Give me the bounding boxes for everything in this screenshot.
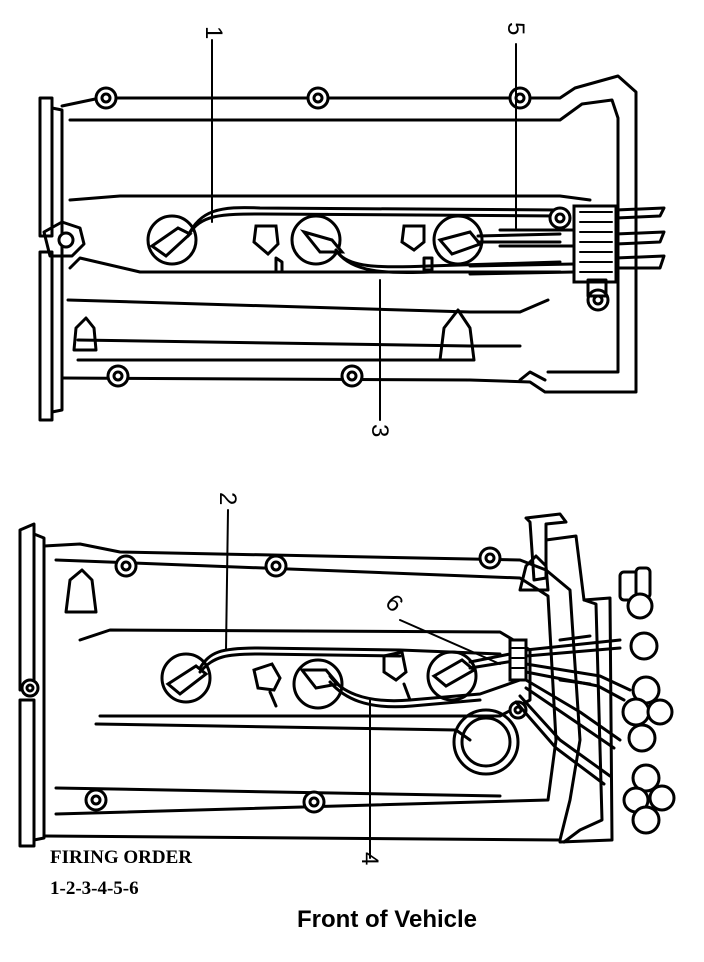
bottom-valve-cover [18, 512, 676, 848]
callout-3: 3 [366, 424, 393, 437]
wire-separator [548, 204, 618, 298]
bolt-boss-icon [94, 86, 610, 388]
top-callout-leaders [211, 39, 517, 421]
distributor-terminal-icon [618, 566, 676, 835]
bottom-callout-leaders [225, 509, 501, 859]
bolt-boss-icon [20, 546, 528, 814]
callout-4: 4 [356, 852, 383, 865]
callout-1: 1 [200, 26, 227, 39]
firing-order-sequence: 1-2-3-4-5-6 [50, 878, 139, 899]
firing-order-block: FIRING ORDER 1-2-3-4-5-6 [50, 842, 192, 904]
firing-order-heading: FIRING ORDER [50, 847, 192, 868]
callout-6: 6 [380, 589, 409, 618]
callout-2: 2 [214, 492, 241, 505]
front-of-vehicle-label: Front of Vehicle [297, 906, 478, 933]
callout-5: 5 [502, 22, 529, 35]
top-valve-cover [38, 74, 666, 422]
oil-filler-cap-icon [452, 708, 520, 776]
